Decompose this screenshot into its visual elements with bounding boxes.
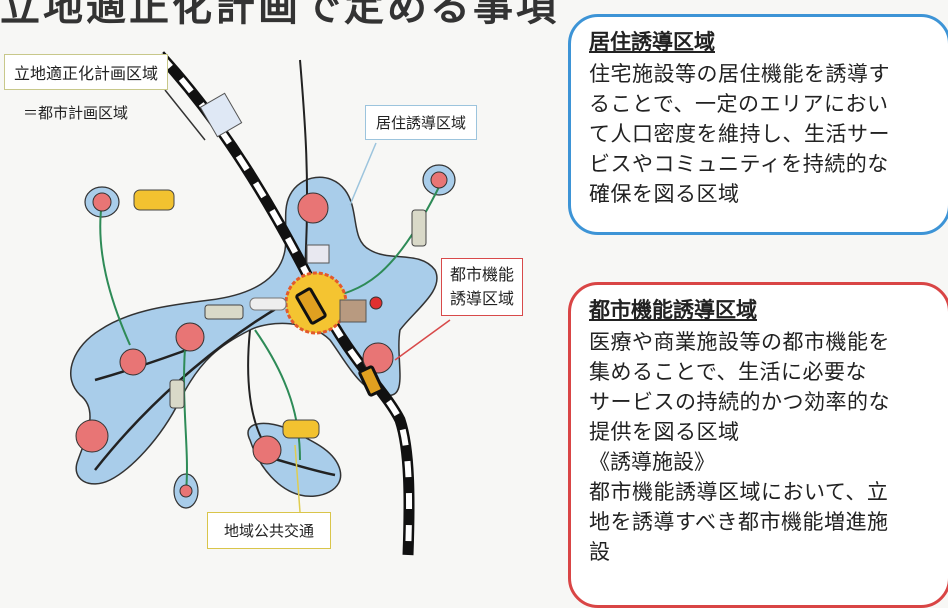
taxi-icon [133,189,175,211]
city-plan-diagram [70,51,456,556]
label-planning-area: 立地適正化計画区域 [4,54,169,90]
box-subtitle: 《誘導施設》 [589,450,715,474]
box-line: 地を誘導すべき都市機能増進施 [589,510,889,534]
leader-line [349,142,377,206]
road [299,59,309,271]
box-title: 居住誘導区域 [589,30,715,54]
leader-line [394,319,451,361]
bus-icon [411,209,427,247]
railway-stripes [157,52,413,556]
box-line: 住宅施設等の居住機能を誘導す [589,62,890,86]
red-node [175,322,205,352]
label-line: 都市機能 [450,265,515,284]
label-residential-zone: 居住誘導区域 [365,105,478,140]
airplane-icon [249,297,287,311]
red-node [92,192,112,212]
page-heading: 立地適正化計画で定める事項 [0,0,559,30]
red-node [369,296,383,310]
box-line: ることで、一定のエリアにおい [589,92,889,116]
transit-line [99,184,441,492]
red-node [430,171,448,189]
box-line: ビスやコミュニティを持続的な [589,152,889,176]
red-node [252,435,282,465]
station [358,365,384,397]
road [247,329,266,446]
box-line: 医療や商業施設等の都市機能を [589,330,890,354]
red-node [119,348,147,376]
residential-zone-box: 居住誘導区域 住宅施設等の居住機能を誘導す ることで、一定のエリアにおい て人口… [568,14,948,235]
building-icon [199,92,243,138]
building-icon [339,299,367,323]
taxi-icon [282,419,320,439]
box-line: 設 [589,540,611,564]
box-title: 都市機能誘導区域 [589,298,757,322]
box-line: サービスの持続的かつ効率的な [589,390,890,414]
box-line: 提供を図る区域 [589,420,740,444]
bus-icon [204,304,244,320]
box-line: 集めることで、生活に必要な [589,360,868,384]
red-node [75,419,109,453]
residential-zone-main [70,176,438,485]
leader-line [294,444,301,513]
box-line: て人口密度を維持し、生活サー [589,122,890,146]
label-urban-function-zone: 都市機能 誘導区域 [441,258,524,316]
label-city-planning-area: ＝都市計画区域 [23,104,129,122]
red-node [179,484,193,498]
station [295,287,327,325]
red-node [297,192,329,224]
urban-function-zone-box: 都市機能誘導区域 医療や商業施設等の都市機能を 集めることで、生活に必要な サー… [568,282,948,608]
box-line: 都市機能誘導区域において、立 [589,480,889,504]
leader-line [164,89,206,141]
label-line: 誘導区域 [450,289,515,308]
building-icon [306,244,330,264]
box-line: 確保を図る区域 [589,182,740,206]
label-public-transit: 地域公共交通 [207,512,332,549]
bus-icon [169,379,185,409]
